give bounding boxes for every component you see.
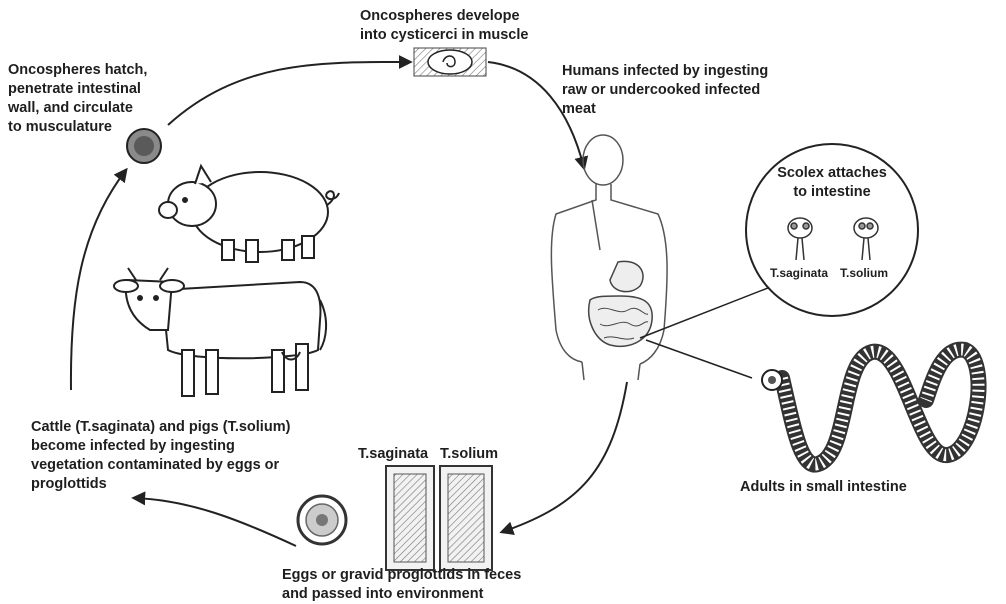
adult-tapeworm-icon bbox=[762, 350, 979, 465]
egg-icon bbox=[298, 496, 346, 544]
proglottid-saginata-icon bbox=[386, 466, 434, 570]
arrow-animal-to-hatch bbox=[71, 170, 126, 390]
intestine-pointer-lines bbox=[640, 284, 778, 378]
arrow-human-to-feces bbox=[502, 382, 627, 532]
label-proglottid-t-solium: T.solium bbox=[440, 445, 498, 464]
cysticercus-muscle-icon bbox=[414, 48, 486, 76]
label-scolex-attaches: Scolex attaches to intestine bbox=[776, 164, 888, 202]
label-eggs-in-feces: Eggs or gravid proglottids in feces and … bbox=[282, 566, 521, 604]
arrow-feces-to-environment bbox=[134, 498, 296, 546]
label-scolex-t-solium: T.solium bbox=[840, 266, 888, 280]
arrow-hatch-to-muscle bbox=[168, 62, 410, 125]
label-scolex-t-saginata: T.saginata bbox=[770, 266, 828, 280]
digestive-tract-icon bbox=[589, 261, 652, 346]
label-cysticerci-development: Oncospheres develope into cysticerci in … bbox=[360, 7, 528, 45]
label-adults-small-intestine: Adults in small intestine bbox=[740, 478, 907, 497]
label-oncospheres-hatch: Oncospheres hatch, penetrate intestinal … bbox=[8, 61, 147, 137]
cow-icon bbox=[114, 268, 326, 396]
pig-icon bbox=[159, 166, 339, 262]
proglottid-solium-icon bbox=[440, 466, 492, 570]
label-proglottid-t-saginata: T.saginata bbox=[358, 445, 428, 464]
label-cattle-pigs-infected: Cattle (T.saginata) and pigs (T.solium) … bbox=[31, 418, 290, 494]
label-human-infection: Humans infected by ingesting raw or unde… bbox=[562, 62, 768, 119]
